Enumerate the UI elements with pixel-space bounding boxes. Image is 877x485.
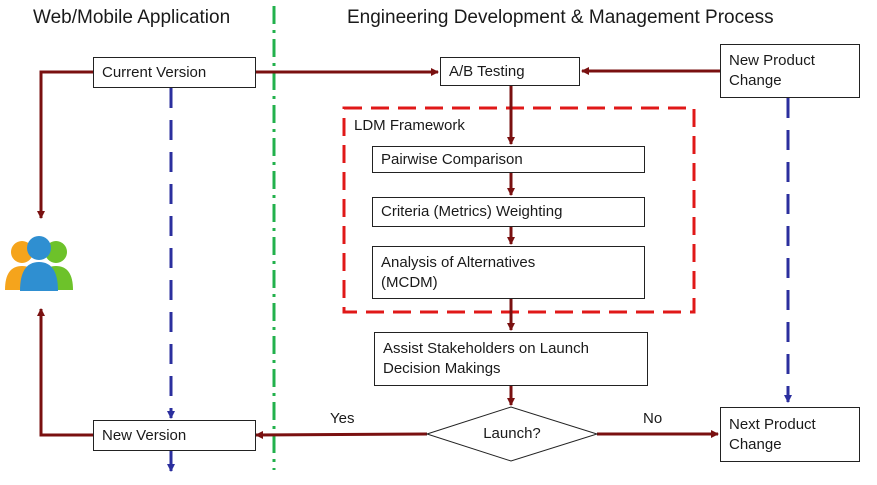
launch-decision-label[interactable]: Launch? (483, 425, 541, 442)
node-ab-testing[interactable]: A/B Testing (440, 57, 580, 86)
edge-label-no: No (643, 410, 663, 427)
node-new-version[interactable]: New Version (93, 420, 256, 451)
node-analysis-alternatives[interactable]: Analysis of Alternatives (MCDM) (372, 246, 645, 299)
launch-decision-diamond (425, 406, 599, 462)
node-new-product-change[interactable]: New Product Change (720, 44, 860, 98)
arrow-newversion-to-users (37, 308, 93, 437)
header-engineering-process: Engineering Development & Management Pro… (347, 7, 774, 28)
edge-label-yes: Yes (330, 410, 355, 427)
header-web-mobile: Web/Mobile Application (33, 7, 231, 28)
ldm-framework-title: LDM Framework (354, 117, 465, 134)
arrow-launch-yes (255, 430, 428, 439)
users-group-icon (5, 236, 73, 291)
node-current-version[interactable]: Current Version (93, 57, 256, 88)
node-criteria-weighting[interactable]: Criteria (Metrics) Weighting (372, 197, 645, 227)
ldm-framework-frame (342, 106, 696, 314)
arrow-current-to-users (37, 70, 93, 219)
node-assist-stakeholders[interactable]: Assist Stakeholders on Launch Decision M… (374, 332, 648, 386)
node-next-product-change[interactable]: Next Product Change (720, 407, 860, 462)
node-pairwise-comparison[interactable]: Pairwise Comparison (372, 146, 645, 173)
